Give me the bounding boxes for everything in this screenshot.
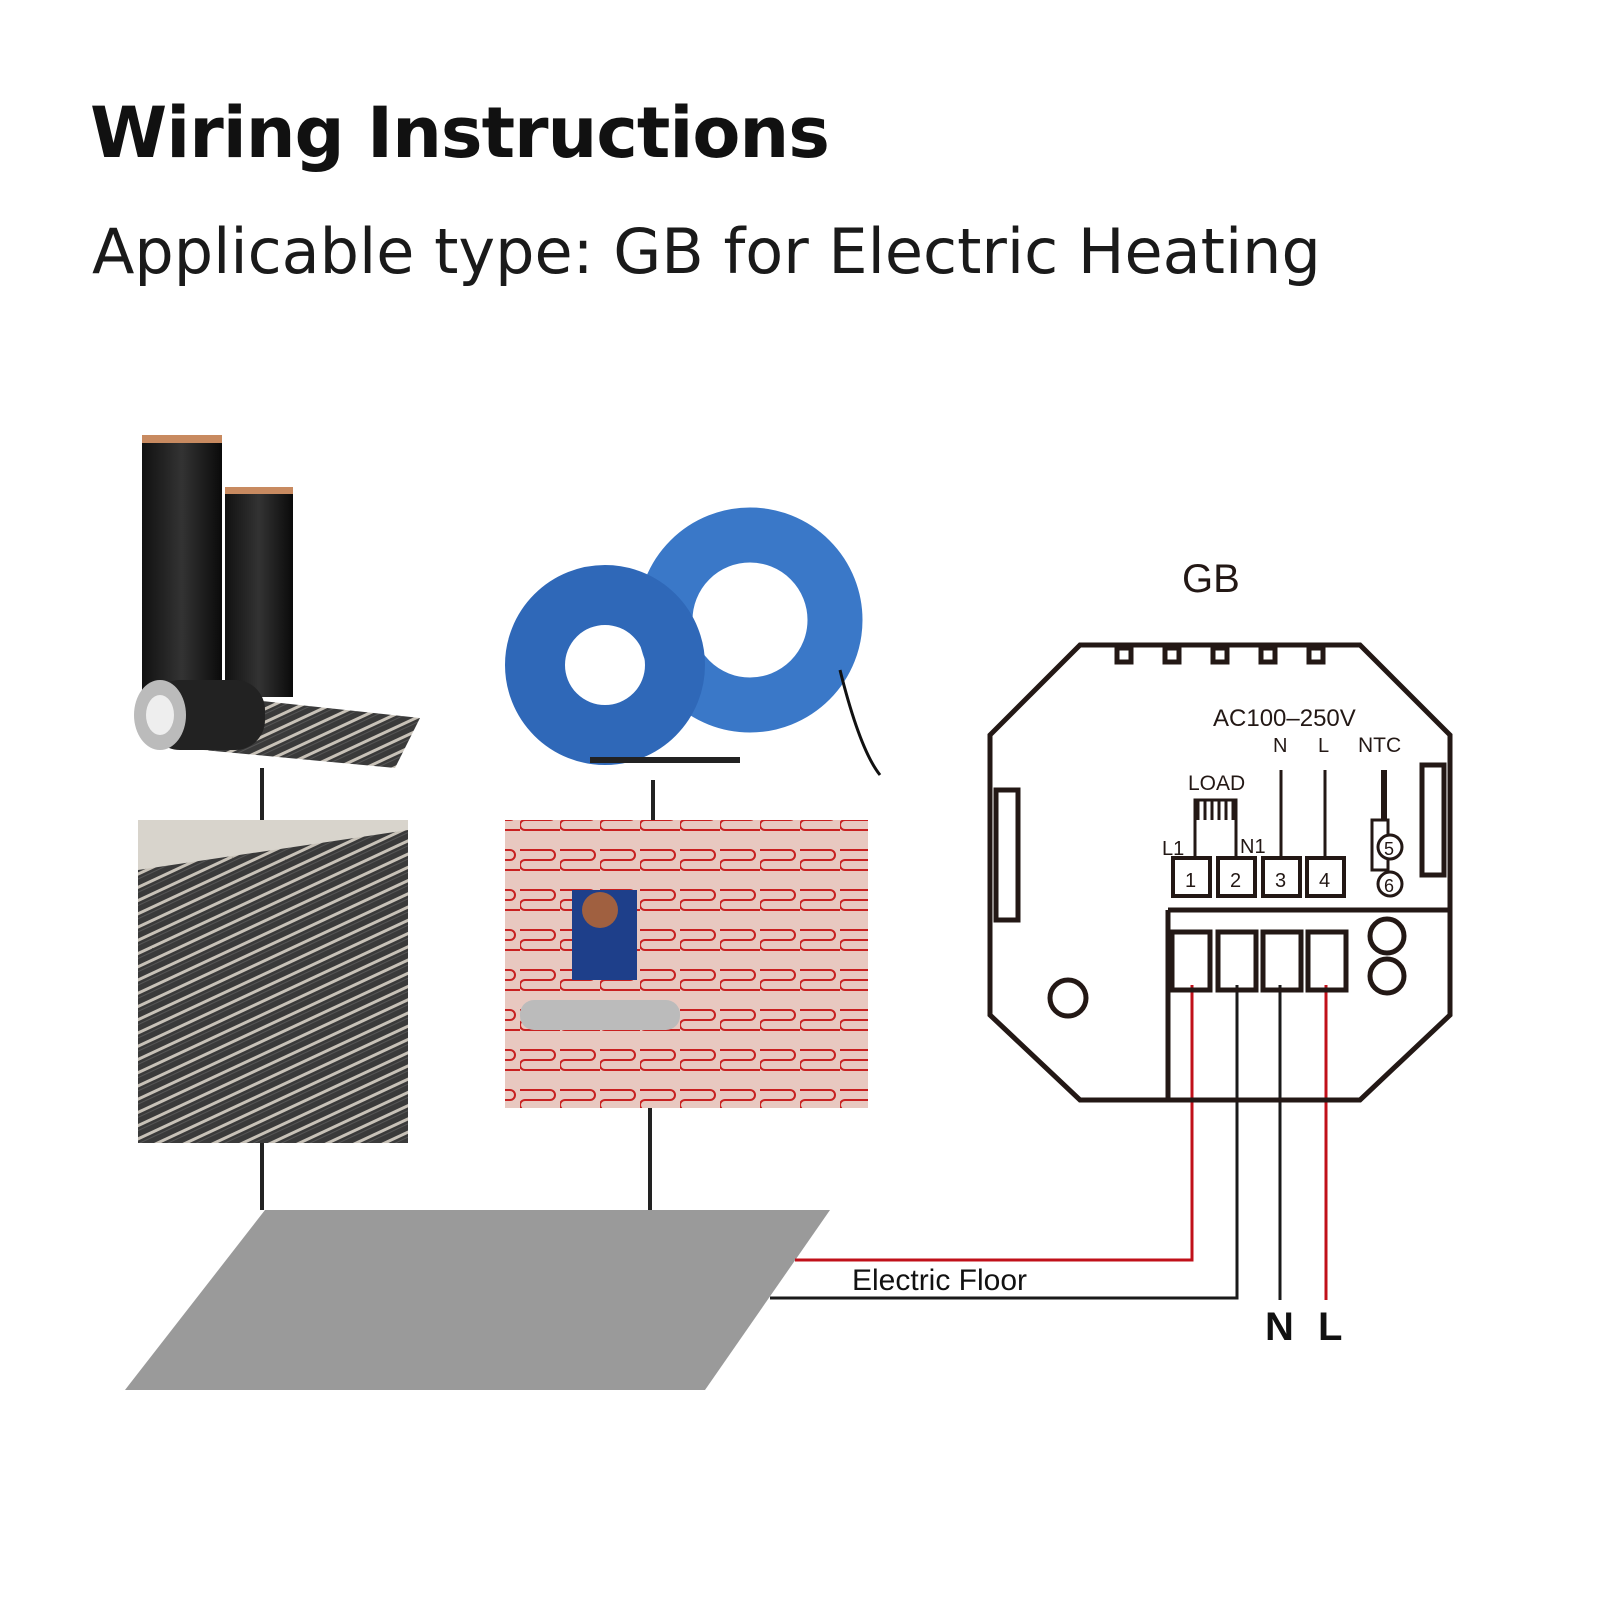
terminal-l-label: L [1318,735,1329,757]
voltage-label: AC100–250V [1213,705,1356,732]
load-coil-icon [1196,800,1235,820]
thermostat-model-label: GB [1182,557,1240,601]
terminal-n-label: N [1273,735,1287,757]
terminal-5: 5 [1384,839,1394,859]
load-label: LOAD [1188,772,1245,795]
neutral-wire-to-floor [770,985,1239,1300]
terminal-l1-label: L1 [1162,838,1184,860]
terminal-1: 1 [1185,870,1196,892]
page-subtitle: Applicable type: GB for Electric Heating [92,215,1321,288]
floor-label: Electric Floor [852,1264,1027,1297]
connector-lines [260,768,655,1210]
supply-n-label: N [1265,1305,1294,1349]
terminal-6: 6 [1384,876,1394,896]
supply-l-label: L [1318,1305,1342,1349]
terminal-ntc-label: NTC [1358,734,1401,757]
terminal-2: 2 [1230,870,1241,892]
terminal-3: 3 [1275,870,1286,892]
terminal-n1-label: N1 [1240,836,1266,858]
heating-cable-coils-image [505,507,882,776]
electric-floor [125,1210,830,1390]
terminal-4: 4 [1319,870,1330,892]
page-title: Wiring Instructions [90,92,830,174]
heating-cable-installation-image [505,820,868,1108]
live-wire-to-floor [795,985,1194,1262]
heating-film-rolls-image [134,435,420,768]
thermostat-back [987,642,1453,1103]
heating-film-floor-image [138,820,408,1143]
